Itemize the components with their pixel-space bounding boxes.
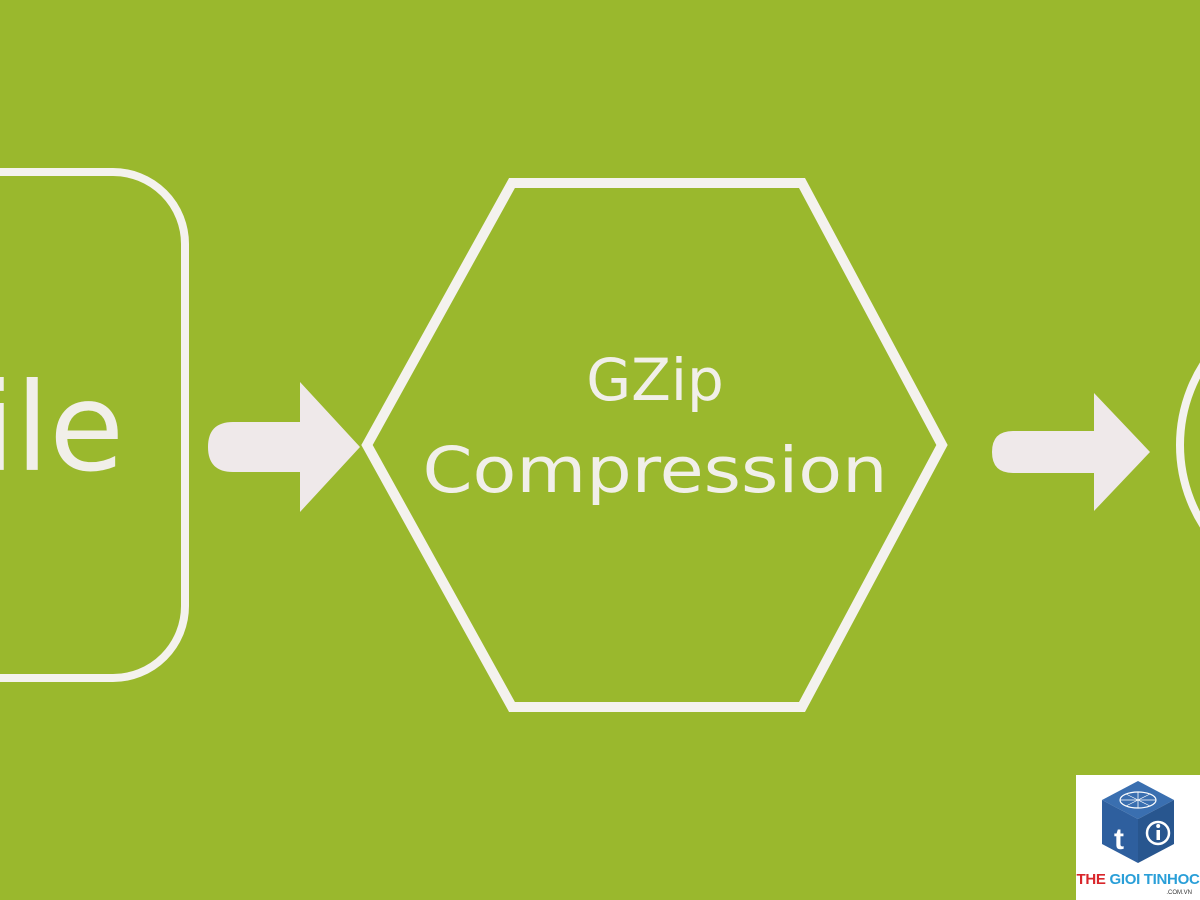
watermark-domain-text: .COM.VN	[1166, 890, 1192, 896]
svg-text:t: t	[1114, 823, 1124, 856]
gzip-node-hexagon	[361, 178, 948, 712]
output-node-circle	[1176, 362, 1200, 528]
watermark-logo: t THE GIOI TINHOC .COM.VN	[1076, 775, 1200, 900]
gzip-node-label-line1: GZip	[586, 346, 724, 414]
arrow-right-icon	[208, 382, 360, 512]
arrow-file-to-gzip	[208, 382, 360, 512]
cube-logo-icon: t	[1102, 781, 1174, 863]
file-node-label: File	[0, 357, 124, 499]
output-node	[1176, 362, 1200, 528]
watermark-brand-rest: GIOI TINHOC	[1105, 871, 1200, 888]
arrow-gzip-to-output	[992, 393, 1150, 511]
file-node-box	[0, 168, 189, 682]
gzip-node-label-line2: Compression	[423, 434, 888, 507]
watermark-brand-the: THE	[1076, 871, 1106, 888]
gzip-node: GZip Compression	[361, 178, 948, 712]
arrow-right-icon	[992, 393, 1150, 511]
watermark-brand-text: THE GIOI TINHOC	[1076, 871, 1200, 888]
file-node: File	[0, 168, 189, 682]
